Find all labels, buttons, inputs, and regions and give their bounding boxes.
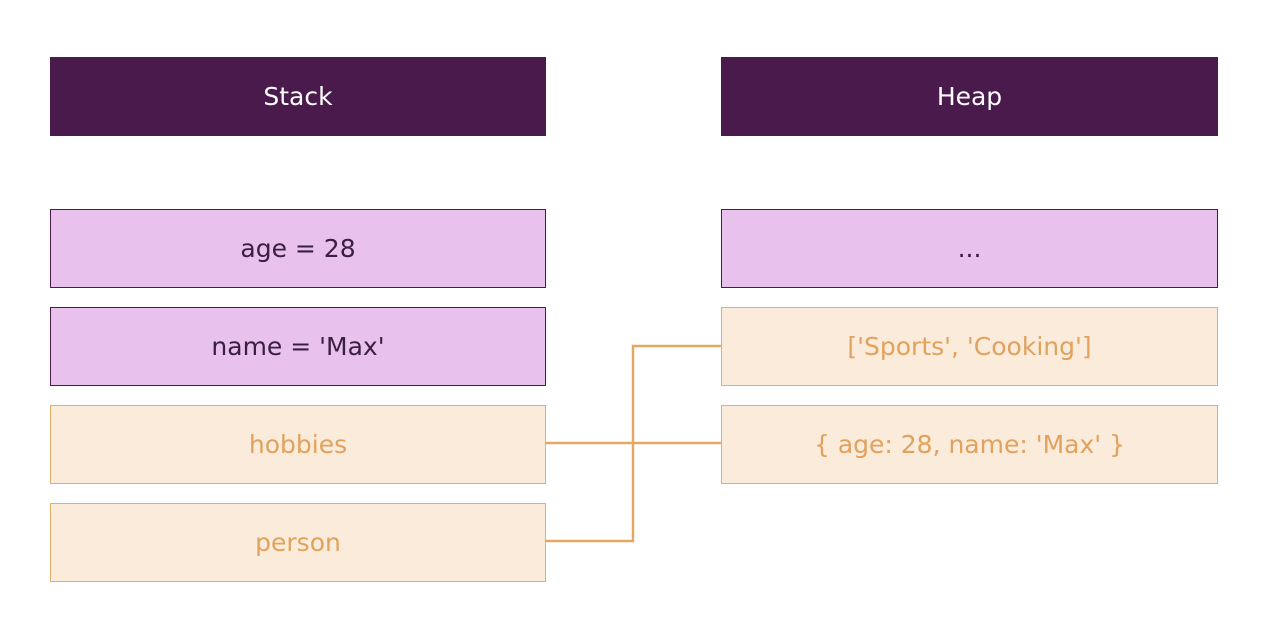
heap-item-label: ['Sports', 'Cooking']: [847, 332, 1092, 361]
heap-header-label: Heap: [936, 82, 1003, 111]
heap-item-label: { age: 28, name: 'Max' }: [813, 430, 1126, 459]
heap-header: Heap: [721, 57, 1218, 136]
stack-item-name: name = 'Max': [50, 307, 546, 386]
stack-item-label: person: [255, 528, 341, 557]
stack-header-label: Stack: [263, 82, 333, 111]
heap-item-ellipsis: ...: [721, 209, 1218, 288]
stack-item-age: age = 28: [50, 209, 546, 288]
stack-header: Stack: [50, 57, 546, 136]
stack-item-label: name = 'Max': [211, 332, 385, 361]
heap-item-person-object: { age: 28, name: 'Max' }: [721, 405, 1218, 484]
stack-item-label: age = 28: [240, 234, 356, 263]
heap-item-hobbies-array: ['Sports', 'Cooking']: [721, 307, 1218, 386]
heap-item-label: ...: [957, 234, 982, 263]
stack-item-person: person: [50, 503, 546, 582]
stack-item-label: hobbies: [248, 430, 348, 459]
stack-item-hobbies: hobbies: [50, 405, 546, 484]
connector-person-to-array: [546, 344, 721, 543]
